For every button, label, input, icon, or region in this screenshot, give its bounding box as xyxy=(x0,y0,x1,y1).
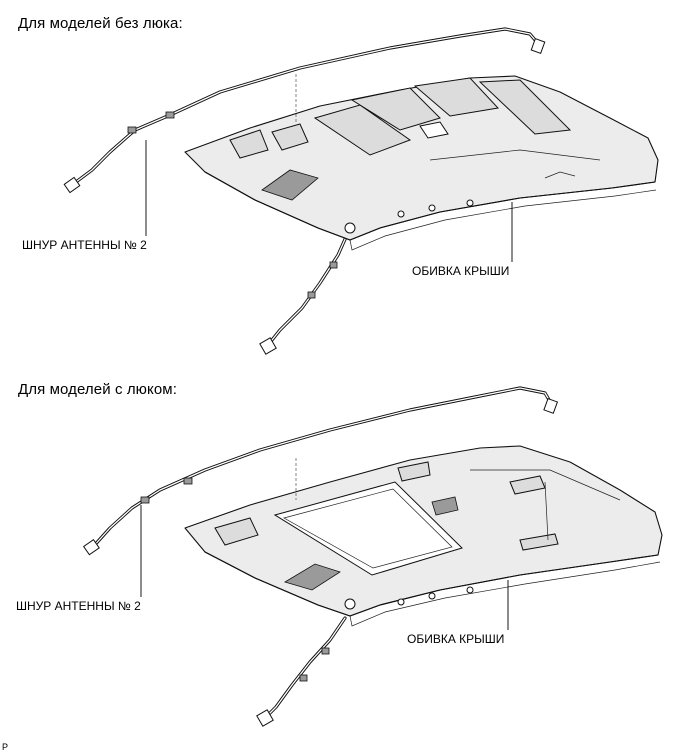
antenna-cable-with-sunroof xyxy=(82,386,559,727)
figure-code-mark: P xyxy=(2,742,9,752)
label-headliner-no-sunroof: ОБИВКА КРЫШИ xyxy=(412,264,510,278)
section-heading-with-sunroof: Для моделей с люком: xyxy=(18,381,177,398)
section-heading-no-sunroof: Для моделей без люка: xyxy=(18,15,183,32)
label-headliner-with-sunroof: ОБИВКА КРЫШИ xyxy=(407,632,505,646)
antenna-cable-no-sunroof xyxy=(63,27,546,355)
headliner-illustration-no-sunroof xyxy=(63,27,659,355)
roof-headliner-with-sunroof xyxy=(184,445,663,627)
label-antenna-cable-no-sunroof: ШНУР АНТЕННЫ № 2 xyxy=(22,238,147,252)
roof-headliner-no-sunroof xyxy=(184,74,659,251)
label-antenna-cable-with-sunroof: ШНУР АНТЕННЫ № 2 xyxy=(16,599,141,613)
